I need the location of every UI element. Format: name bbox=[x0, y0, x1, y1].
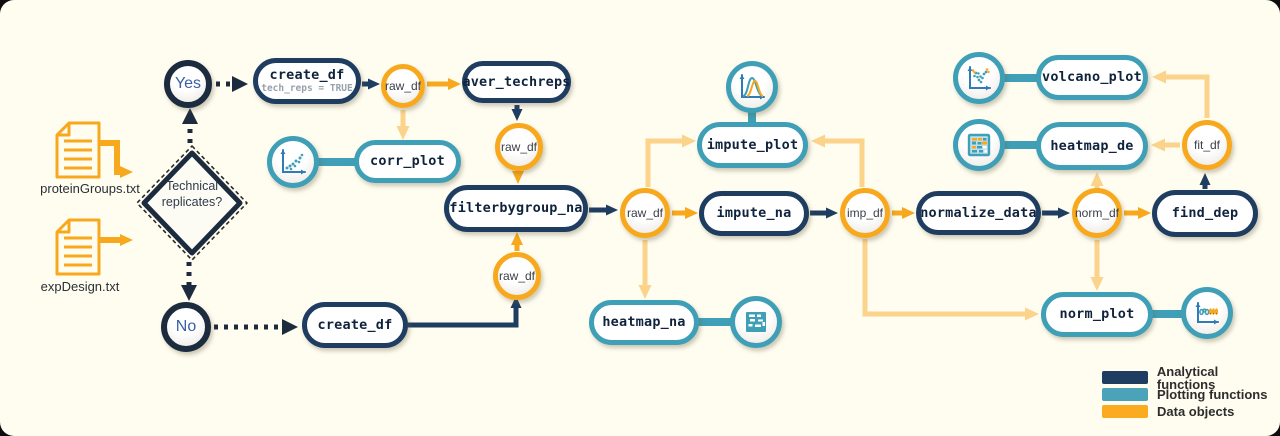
legend-item-data-objects: Data objects bbox=[1102, 405, 1280, 418]
node-label: heatmap_na bbox=[602, 314, 686, 331]
node-label: norm_plot bbox=[1059, 306, 1135, 323]
legend-swatch-analytical bbox=[1102, 371, 1148, 384]
node-impute-na: impute_na bbox=[699, 191, 809, 236]
arrow-fitdf-to-volcanoplot bbox=[1152, 70, 1210, 118]
decision-question: Technical replicates? bbox=[161, 179, 223, 209]
node-parameter: tech_reps = TRUE bbox=[261, 82, 353, 94]
volcano-scatter-icon bbox=[953, 52, 1005, 104]
heatmap-grid-icon bbox=[953, 119, 1005, 171]
data-object-raw-df-1: raw_df bbox=[381, 64, 425, 108]
node-norm-plot: norm_plot bbox=[1041, 292, 1153, 337]
data-object-label: raw_df bbox=[500, 140, 538, 154]
data-object-label: norm_df bbox=[1074, 206, 1120, 220]
input-file-label: expDesign.txt bbox=[40, 279, 120, 294]
arrow-createdfno-to-rawdf4 bbox=[408, 296, 522, 328]
density-curves-icon bbox=[726, 61, 778, 113]
node-create-df-no: create_df bbox=[302, 302, 408, 348]
data-object-label: fit_df bbox=[1193, 138, 1220, 152]
decision-yes-node: Yes bbox=[164, 60, 212, 108]
node-heatmap-de: heatmap_de bbox=[1036, 122, 1148, 170]
node-label: impute_plot bbox=[706, 136, 799, 153]
node-label: aver_techreps bbox=[462, 73, 571, 90]
data-object-raw-df-4: raw_df bbox=[493, 252, 541, 300]
decision-no-node: No bbox=[161, 302, 211, 352]
node-label: volcano_plot bbox=[1042, 69, 1142, 86]
node-label: impute_na bbox=[716, 205, 792, 222]
scatter-plot-icon bbox=[267, 136, 319, 188]
node-aver-techreps: aver_techreps bbox=[462, 61, 571, 103]
decision-no-label: No bbox=[175, 318, 197, 335]
node-corr-plot: corr_plot bbox=[354, 140, 461, 183]
heatmap-icon bbox=[730, 296, 782, 348]
arrow-impdf-to-normplot bbox=[862, 239, 1039, 321]
data-object-imp-df: imp_df bbox=[840, 188, 890, 238]
data-object-raw-df-3: raw_df bbox=[620, 188, 670, 238]
data-object-norm-df: norm_df bbox=[1072, 188, 1122, 238]
data-object-fit-df: fit_df bbox=[1182, 120, 1232, 170]
decision-diamond bbox=[136, 145, 248, 261]
jitter-boxplot-icon bbox=[1181, 287, 1233, 339]
node-normalize-data: normalize_data bbox=[916, 191, 1041, 235]
node-label: heatmap_de bbox=[1050, 137, 1134, 154]
node-volcano-plot: volcano_plot bbox=[1036, 55, 1148, 100]
node-impute-plot: impute_plot bbox=[697, 122, 808, 168]
arrow-rawdf3-to-imputeplot bbox=[645, 134, 696, 187]
legend-label: Analytical functions bbox=[1156, 363, 1219, 392]
data-object-label: raw_df bbox=[498, 269, 536, 283]
node-filterbygroup-na: filterbygroup_na bbox=[444, 185, 588, 232]
node-label: filterbygroup_na bbox=[449, 200, 583, 217]
legend-swatch-plotting bbox=[1102, 388, 1148, 401]
node-label: corr_plot bbox=[370, 153, 445, 170]
node-label: find_dep bbox=[1171, 205, 1239, 222]
arrow-proteingroups-to-decision bbox=[100, 140, 133, 178]
node-heatmap-na: heatmap_na bbox=[589, 300, 699, 345]
node-label: create_df bbox=[317, 316, 393, 333]
arrow-impdf-to-imputeplot bbox=[811, 134, 865, 187]
node-find-dep: find_dep bbox=[1152, 190, 1258, 237]
data-object-label: imp_df bbox=[846, 206, 884, 220]
legend-item-plotting: Plotting functions bbox=[1102, 388, 1280, 401]
data-object-raw-df-2: raw_df bbox=[495, 123, 543, 171]
legend-label: Plotting functions bbox=[1157, 387, 1268, 402]
node-label: create_df bbox=[269, 67, 345, 84]
legend-item-analytical: Analytical functions bbox=[1102, 365, 1280, 391]
legend-label: Data objects bbox=[1157, 404, 1235, 419]
document-icon-expdesign bbox=[55, 218, 101, 276]
legend-swatch-data-objects bbox=[1102, 405, 1148, 418]
decision-yes-label: Yes bbox=[174, 75, 202, 92]
input-file-label: proteinGroups.txt bbox=[40, 181, 140, 196]
node-label: normalize_data bbox=[920, 204, 1037, 221]
data-object-label: raw_df bbox=[384, 79, 422, 93]
node-create-df-yes: create_df tech_reps = TRUE bbox=[253, 58, 361, 104]
document-icon-proteingroups bbox=[55, 121, 101, 179]
data-object-label: raw_df bbox=[626, 206, 664, 220]
legend: Analytical functions Plotting functions … bbox=[1102, 365, 1280, 422]
